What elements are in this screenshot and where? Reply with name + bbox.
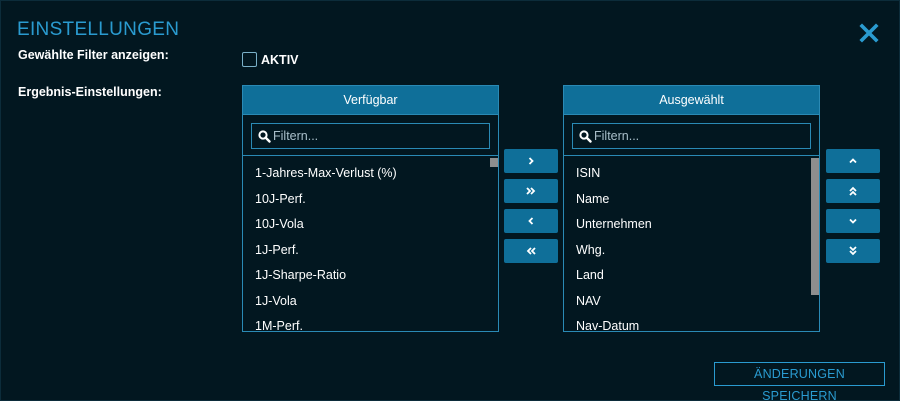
move-down-button[interactable] [826,209,880,233]
available-scrollbar-thumb[interactable] [490,158,498,167]
available-scrollbar[interactable] [490,156,498,331]
selected-header: Ausgewählt [564,86,819,115]
list-item[interactable]: 1J-Vola [255,293,297,308]
selected-search-input[interactable] [594,129,804,143]
chevron-left-icon [528,217,534,225]
active-checkbox[interactable] [242,52,257,67]
move-left-button[interactable] [504,209,558,233]
chevron-right-icon [528,157,534,165]
move-right-button[interactable] [504,149,558,173]
available-search-input[interactable] [273,129,483,143]
list-item[interactable]: 1J-Sharpe-Ratio [255,268,347,282]
save-changes-button[interactable]: ÄNDERUNGEN SPEICHERN [714,362,885,401]
list-item[interactable]: ISIN [576,166,601,180]
list-item[interactable]: 1J-Perf. [255,242,299,257]
move-up-button[interactable] [826,149,880,173]
list-item[interactable]: Land [576,268,604,282]
move-top-button[interactable] [826,179,880,203]
list-item[interactable]: 1-Jahres-Max-Verlust (%) [255,166,397,180]
double-chevron-up-icon [849,186,857,196]
move-all-right-button[interactable] [504,179,558,203]
search-icon [258,129,271,143]
available-panel: Verfügbar 1-Jahres-Max-Verlust (%) 10J-P… [242,85,499,332]
list-item[interactable]: Whg. [576,242,606,257]
selected-scrollbar-thumb[interactable] [811,158,819,295]
active-checkbox-label[interactable]: AKTIV [261,52,299,67]
close-icon [859,23,879,43]
list-item[interactable]: NAV [576,293,601,308]
double-chevron-down-icon [849,246,857,256]
available-list: 1-Jahres-Max-Verlust (%) 10J-Perf. 10J-V… [243,156,489,332]
close-button[interactable] [858,22,880,44]
list-item[interactable]: Name [576,191,610,206]
selected-scrollbar[interactable] [811,156,819,331]
available-search[interactable] [251,123,490,149]
dialog-title: EINSTELLUNGEN [17,19,180,40]
move-bottom-button[interactable] [826,239,880,263]
list-item[interactable]: Nav-Datum [576,319,640,332]
show-filters-label: Gewählte Filter anzeigen: [18,48,169,62]
move-all-left-button[interactable] [504,239,558,263]
active-checkbox-group[interactable]: AKTIV [242,52,299,67]
list-item[interactable]: 10J-Perf. [255,191,306,206]
list-item[interactable]: 1M-Perf. [255,319,303,332]
selected-search[interactable] [572,123,811,149]
double-chevron-right-icon [526,187,536,195]
available-divider [243,155,498,156]
available-header: Verfügbar [243,86,498,115]
selected-divider [564,155,819,156]
result-settings-label: Ergebnis-Einstellungen: [18,85,162,99]
list-item[interactable]: 10J-Vola [255,217,304,231]
selected-panel: Ausgewählt ISIN Name Unternehmen Whg. La… [563,85,820,332]
chevron-up-icon [849,158,857,164]
selected-list: ISIN Name Unternehmen Whg. Land NAV Nav-… [564,156,810,332]
chevron-down-icon [849,218,857,224]
list-item[interactable]: Unternehmen [576,217,652,231]
double-chevron-left-icon [526,247,536,255]
search-icon [579,129,592,143]
